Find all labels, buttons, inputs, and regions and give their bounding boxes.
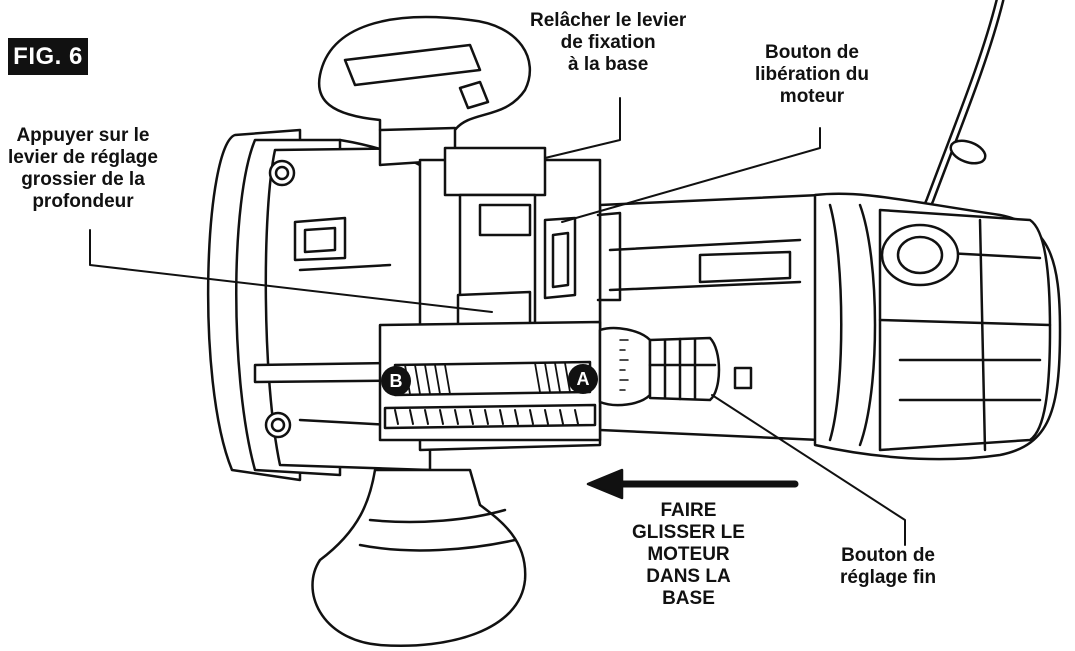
callout-line: levier de réglage xyxy=(8,147,158,168)
callout-coarse-depth-lever: Appuyer sur le levier de réglage grossie… xyxy=(8,125,158,213)
leader-motor-release xyxy=(561,127,821,223)
callout-line: MOTEUR xyxy=(647,544,730,565)
callout-line: Bouton de xyxy=(765,42,859,63)
callout-release-lever: Relâcher le levier de fixation à la base xyxy=(530,10,686,76)
bottom-handle xyxy=(311,468,527,647)
callout-line: réglage fin xyxy=(840,567,937,588)
top-handle xyxy=(317,15,532,167)
marker-b: B xyxy=(381,366,411,396)
callout-fine-adjust-knob: Bouton de réglage fin xyxy=(840,545,936,589)
callout-line: à la base xyxy=(568,54,649,75)
power-cord xyxy=(910,0,1005,240)
figure-label: FIG. 6 xyxy=(8,38,88,75)
callout-slide-motor: FAIRE GLISSER LE MOTEUR DANS LA BASE xyxy=(632,500,745,610)
callout-line: grossier de la xyxy=(21,169,145,190)
leader-lines xyxy=(89,97,906,546)
callout-line: FAIRE xyxy=(660,500,717,521)
callout-line: Appuyer sur le xyxy=(16,125,150,146)
leader-coarse-depth xyxy=(89,229,493,313)
callout-motor-release-button: Bouton de libération du moteur xyxy=(755,42,869,108)
callout-line: Relâcher le levier xyxy=(530,10,687,31)
callout-line: Bouton de xyxy=(841,545,935,566)
callout-line: BASE xyxy=(662,588,715,609)
clamp-assembly xyxy=(378,146,622,452)
callout-line: profondeur xyxy=(32,191,134,212)
cord-strain-relief xyxy=(949,139,987,165)
fine-adjustment-knob xyxy=(598,326,721,407)
marker-a: A xyxy=(568,364,598,394)
callout-line: GLISSER LE xyxy=(632,522,745,543)
leader-fine-adjust xyxy=(711,394,906,546)
callout-line: de fixation xyxy=(560,32,656,53)
router-base xyxy=(206,128,462,482)
slide-direction-arrow xyxy=(586,468,799,500)
callout-line: moteur xyxy=(779,86,845,107)
leader-release-lever xyxy=(544,97,621,159)
callout-line: DANS LA xyxy=(646,566,731,587)
motor-housing xyxy=(598,192,1062,461)
callout-line: libération du xyxy=(755,64,869,85)
